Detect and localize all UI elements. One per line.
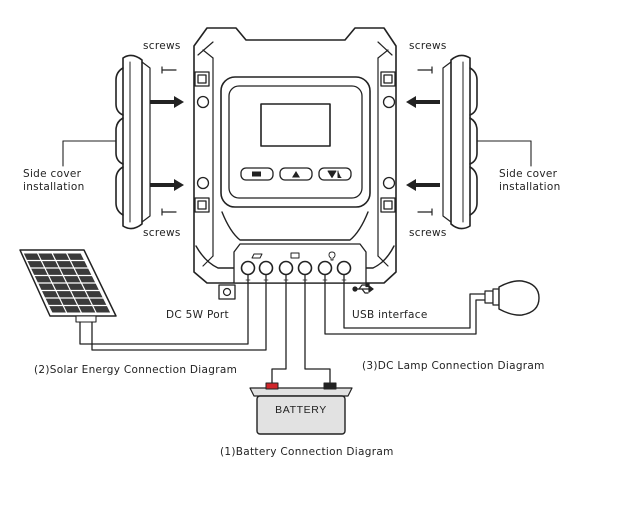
right-latches	[380, 71, 396, 213]
up-button-icon	[292, 171, 300, 178]
up-button[interactable]	[279, 167, 313, 181]
down-enter-button-icon	[327, 170, 342, 178]
terminal-strip	[233, 243, 367, 284]
lamp-bulb	[484, 280, 540, 316]
install-arrows	[150, 96, 440, 191]
solar-panel	[19, 249, 117, 323]
screws-label-bottom-left: screws	[143, 227, 181, 239]
usb-interface-label: USB interface	[352, 309, 428, 321]
lamp-icon	[328, 251, 336, 261]
dc-port	[218, 284, 236, 300]
solar-diagram-label: (2)Solar Energy Connection Diagram	[34, 364, 238, 376]
right-side-cover	[442, 54, 478, 230]
battery-diagram-label: (1)Battery Connection Diagram	[220, 446, 394, 458]
terminal-battery-pos	[278, 260, 294, 276]
screw-icons	[161, 66, 433, 216]
down-enter-button[interactable]	[318, 167, 352, 181]
battery-label: BATTERY	[275, 404, 327, 416]
terminal-solar-neg	[258, 260, 274, 276]
left-side-cover	[115, 54, 151, 230]
terminal-solar-pos	[240, 260, 256, 276]
battery-positive-terminal	[265, 382, 279, 390]
terminal-battery-neg	[297, 260, 313, 276]
left-latches	[194, 71, 210, 213]
dc-lamp-diagram-label: (3)DC Lamp Connection Diagram	[362, 360, 545, 372]
menu-button-icon	[252, 171, 261, 177]
display-panel	[220, 76, 371, 208]
side-cover-label-right: Side cover installation	[499, 168, 561, 193]
battery-icon	[290, 252, 300, 259]
screws-label-bottom-right: screws	[409, 227, 447, 239]
menu-button[interactable]	[240, 167, 274, 181]
screws-label-top-right: screws	[409, 40, 447, 52]
terminal-load-neg	[336, 260, 352, 276]
screws-label-top-left: screws	[143, 40, 181, 52]
usb-icon	[352, 282, 374, 294]
battery-negative-terminal	[323, 382, 337, 390]
terminal-load-pos	[317, 260, 333, 276]
dc-port-label: DC 5W Port	[166, 309, 229, 321]
battery	[249, 382, 353, 435]
solar-panel-icon	[251, 253, 263, 259]
wires	[79, 274, 486, 385]
side-cover-label-left: Side cover installation	[23, 168, 85, 193]
